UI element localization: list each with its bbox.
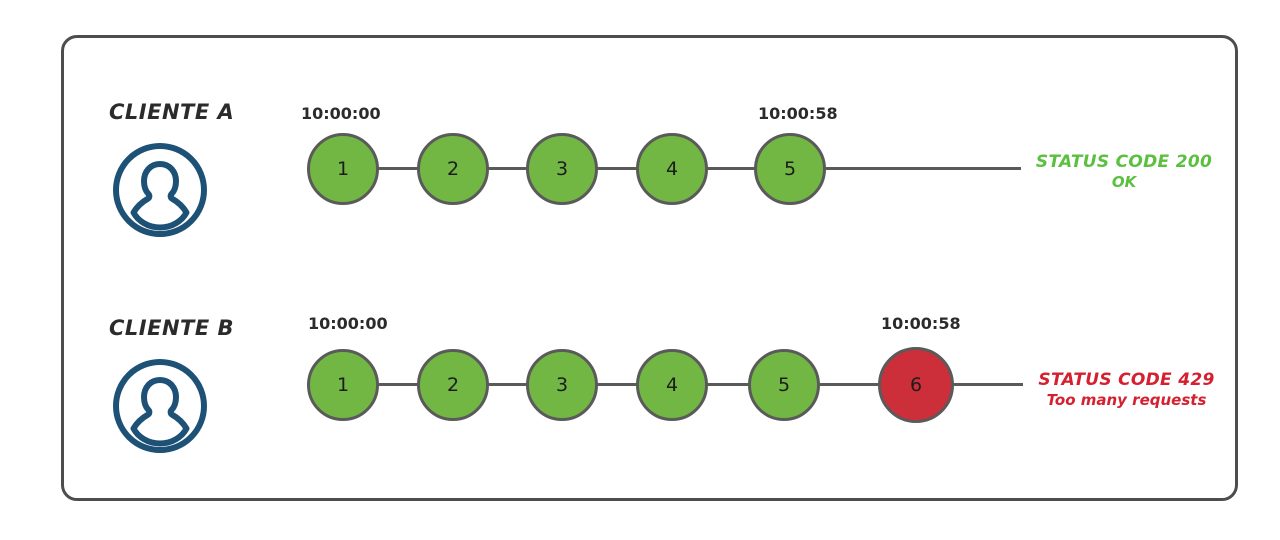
status-badge-a: STATUS CODE 200 OK bbox=[1019, 152, 1229, 192]
request-node[interactable]: 3 bbox=[526, 349, 598, 421]
client-b-time-end: 10:00:58 bbox=[881, 314, 961, 333]
connector-a-4 bbox=[704, 167, 756, 170]
status-badge-b: STATUS CODE 429 Too many requests bbox=[1019, 370, 1234, 410]
client-row-a: CLIENTE A 10:00:00 10:00:58 1 2 3 bbox=[64, 56, 1235, 286]
client-row-b: CLIENTE B 10:00:00 10:00:58 1 2 bbox=[64, 272, 1235, 502]
connector-a-3 bbox=[594, 167, 646, 170]
connector-b-4 bbox=[704, 383, 756, 386]
connector-b-5 bbox=[820, 383, 882, 386]
request-node[interactable]: 3 bbox=[526, 133, 598, 205]
status-code-text: STATUS CODE 429 bbox=[1038, 370, 1215, 390]
request-node[interactable]: 2 bbox=[417, 133, 489, 205]
request-node[interactable]: 5 bbox=[754, 133, 826, 205]
connector-a-tail bbox=[826, 167, 1021, 170]
status-message-text: Too many requests bbox=[1046, 391, 1207, 410]
client-b-time-start: 10:00:00 bbox=[308, 314, 388, 333]
connector-a-1 bbox=[375, 167, 427, 170]
connector-b-tail bbox=[948, 383, 1023, 386]
connector-b-2 bbox=[484, 383, 536, 386]
connector-b-3 bbox=[594, 383, 646, 386]
request-node[interactable]: 1 bbox=[307, 133, 379, 205]
user-avatar-icon bbox=[112, 142, 208, 238]
connector-b-1 bbox=[375, 383, 427, 386]
status-code-text: STATUS CODE 200 bbox=[1035, 152, 1213, 172]
client-a-label: CLIENTE A bbox=[109, 100, 235, 124]
status-message-text: OK bbox=[1111, 173, 1137, 192]
request-node[interactable]: 1 bbox=[307, 349, 379, 421]
request-node[interactable]: 5 bbox=[748, 349, 820, 421]
client-b-request-chain: 1 2 3 4 5 6 bbox=[64, 272, 1235, 502]
client-a-request-chain: 1 2 3 4 5 bbox=[64, 56, 1235, 286]
request-node[interactable]: 2 bbox=[417, 349, 489, 421]
user-avatar-icon bbox=[112, 358, 208, 454]
diagram-panel: CLIENTE A 10:00:00 10:00:58 1 2 3 bbox=[61, 35, 1238, 501]
client-b-label: CLIENTE B bbox=[109, 316, 235, 340]
client-a-time-end: 10:00:58 bbox=[758, 104, 838, 123]
request-node[interactable]: 4 bbox=[636, 349, 708, 421]
request-node-throttled[interactable]: 6 bbox=[878, 347, 954, 423]
connector-a-2 bbox=[484, 167, 536, 170]
request-node[interactable]: 4 bbox=[636, 133, 708, 205]
client-a-time-start: 10:00:00 bbox=[301, 104, 381, 123]
